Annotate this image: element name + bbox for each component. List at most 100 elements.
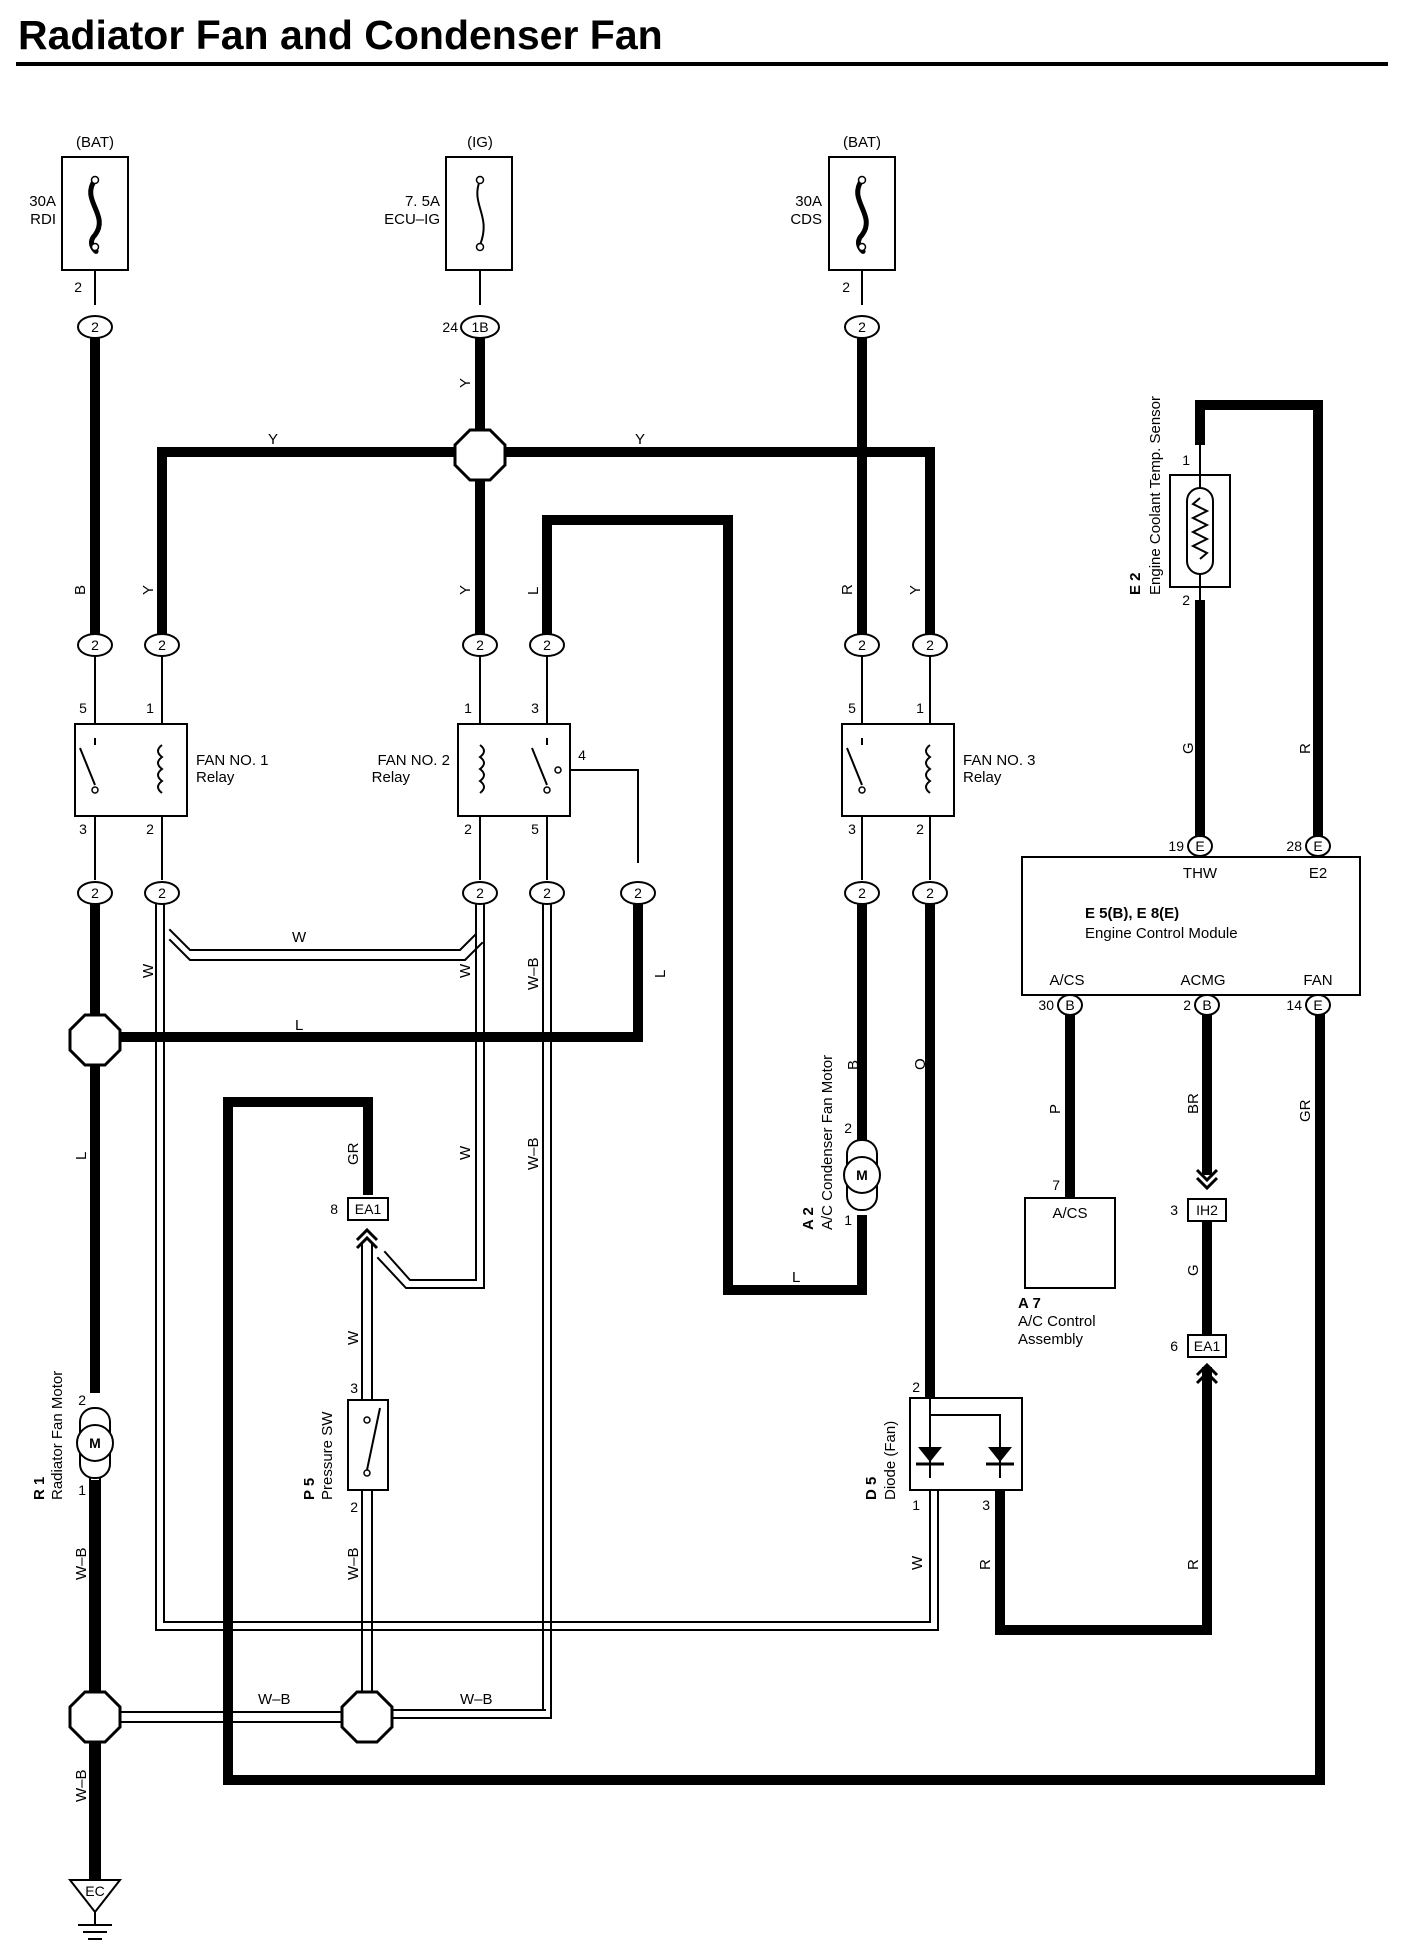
svg-text:3: 3 [531, 700, 539, 716]
svg-text:R: R [1297, 743, 1314, 754]
svg-text:7: 7 [1052, 1177, 1060, 1193]
wire-color-labels: Y Y Y B Y Y L R Y W W W W–B L L L GR W W… [72, 378, 1314, 1802]
connector-2: 2 [144, 633, 180, 657]
svg-text:IH2: IH2 [1196, 1202, 1218, 1218]
svg-text:Relay: Relay [963, 769, 1002, 786]
svg-text:2: 2 [146, 821, 154, 837]
svg-text:W–B: W–B [525, 957, 542, 990]
fuse-rdi: (BAT) 30A RDI 2 2 [29, 134, 129, 339]
svg-text:3: 3 [1170, 1202, 1178, 1218]
connector-2: 2 [844, 633, 880, 657]
svg-text:M: M [89, 1435, 101, 1451]
svg-text:2: 2 [543, 885, 551, 901]
svg-text:Assembly: Assembly [1018, 1331, 1084, 1348]
svg-text:FAN NO. 2: FAN NO. 2 [377, 752, 450, 769]
wire-w-link-a [168, 928, 477, 951]
svg-text:A/C Condenser Fan Motor: A/C Condenser Fan Motor [819, 1055, 836, 1230]
svg-text:14: 14 [1286, 997, 1302, 1013]
svg-text:P 5: P 5 [301, 1478, 318, 1500]
svg-text:EA1: EA1 [355, 1201, 382, 1217]
svg-text:2: 2 [158, 885, 166, 901]
thin-wires [89, 769, 939, 1723]
svg-text:R: R [1185, 1559, 1202, 1570]
radiator-fan-motor: M 2 1 R 1 Radiator Fan Motor [31, 1371, 114, 1500]
svg-text:5: 5 [848, 700, 856, 716]
svg-text:3: 3 [79, 821, 87, 837]
splice-wb-left [68, 1690, 122, 1744]
svg-text:Engine Coolant Temp. Sensor: Engine Coolant Temp. Sensor [1147, 396, 1164, 595]
fuse-rating: 7. 5A [405, 193, 440, 210]
svg-text:24: 24 [442, 319, 458, 335]
wire-l-horizontal [110, 895, 643, 1042]
relay-connectors-top: 2 2 2 2 2 2 [77, 633, 948, 657]
svg-text:EA1: EA1 [1194, 1338, 1221, 1354]
title-rule [16, 62, 1388, 66]
svg-text:2: 2 [844, 1120, 852, 1136]
fuse-cds: (BAT) 30A CDS 2 2 [790, 134, 896, 339]
svg-text:5: 5 [79, 700, 87, 716]
svg-text:W–B: W–B [73, 1547, 90, 1580]
fuse-rating: 30A [29, 193, 56, 210]
svg-text:2: 2 [350, 1499, 358, 1515]
svg-text:E: E [1195, 838, 1204, 854]
svg-text:L: L [295, 1017, 303, 1034]
svg-text:2: 2 [1182, 592, 1190, 608]
fuse-rating: 30A [795, 193, 822, 210]
svg-text:W: W [457, 963, 474, 978]
engine-control-module: E 19 E 28 THW E2 E 5(B), E 8(E) Engine C… [1021, 835, 1361, 1016]
svg-text:A 7: A 7 [1018, 1295, 1041, 1312]
svg-text:8: 8 [330, 1201, 338, 1217]
wire-w-link-b [168, 938, 484, 961]
wire-r-diode [995, 1367, 1212, 1635]
svg-text:B: B [72, 585, 89, 595]
svg-text:W–B: W–B [525, 1137, 542, 1170]
fuse-name: CDS [790, 211, 822, 228]
fuse-source: (IG) [467, 134, 493, 151]
svg-text:2: 2 [91, 637, 99, 653]
svg-text:1B: 1B [471, 319, 488, 335]
svg-text:R: R [839, 584, 856, 595]
svg-text:A/CS: A/CS [1052, 1205, 1087, 1222]
svg-text:A 2: A 2 [800, 1207, 817, 1230]
connector-2: 2 [912, 633, 948, 657]
svg-text:W: W [457, 1145, 474, 1160]
svg-text:L: L [525, 587, 542, 595]
coolant-temp-sensor: 1 2 E 2 Engine Coolant Temp. Sensor [1127, 396, 1231, 608]
svg-text:W–B: W–B [460, 1691, 493, 1708]
svg-text:3: 3 [350, 1380, 358, 1396]
svg-text:Relay: Relay [372, 769, 411, 786]
svg-text:2: 2 [74, 279, 82, 295]
svg-text:ACMG: ACMG [1181, 972, 1226, 989]
wire-wb-relay2-b [389, 901, 552, 1719]
condenser-fan-motor: M 2 1 A 2 A/C Condenser Fan Motor [800, 1055, 881, 1230]
svg-text:R 1: R 1 [31, 1477, 48, 1500]
svg-text:G: G [1185, 1264, 1202, 1276]
svg-text:THW: THW [1183, 865, 1218, 882]
svg-text:1: 1 [844, 1212, 852, 1228]
svg-text:A/CS: A/CS [1049, 972, 1084, 989]
svg-text:1: 1 [146, 700, 154, 716]
svg-text:D 5: D 5 [863, 1477, 880, 1500]
svg-text:3: 3 [848, 821, 856, 837]
splice-wb-mid [340, 1690, 394, 1744]
connector-2: 2 [144, 881, 180, 905]
svg-text:2: 2 [926, 637, 934, 653]
wire-l-relay2-3 [542, 515, 867, 1295]
svg-text:L: L [652, 970, 669, 978]
svg-text:2: 2 [858, 319, 866, 335]
svg-text:W–B: W–B [73, 1769, 90, 1802]
connector-2: 2 [620, 881, 656, 905]
svg-text:EC: EC [85, 1883, 104, 1899]
connector-2: 2 [529, 633, 565, 657]
connector-2: 2 [462, 633, 498, 657]
svg-text:2: 2 [916, 821, 924, 837]
svg-text:FAN NO. 3: FAN NO. 3 [963, 752, 1036, 769]
svg-text:BR: BR [1185, 1093, 1202, 1114]
svg-text:L: L [73, 1152, 90, 1160]
svg-text:2: 2 [858, 885, 866, 901]
svg-text:E 2: E 2 [1127, 572, 1144, 595]
fuse-name: ECU–IG [384, 211, 440, 228]
connector-2: 2 [77, 633, 113, 657]
svg-text:1: 1 [916, 700, 924, 716]
